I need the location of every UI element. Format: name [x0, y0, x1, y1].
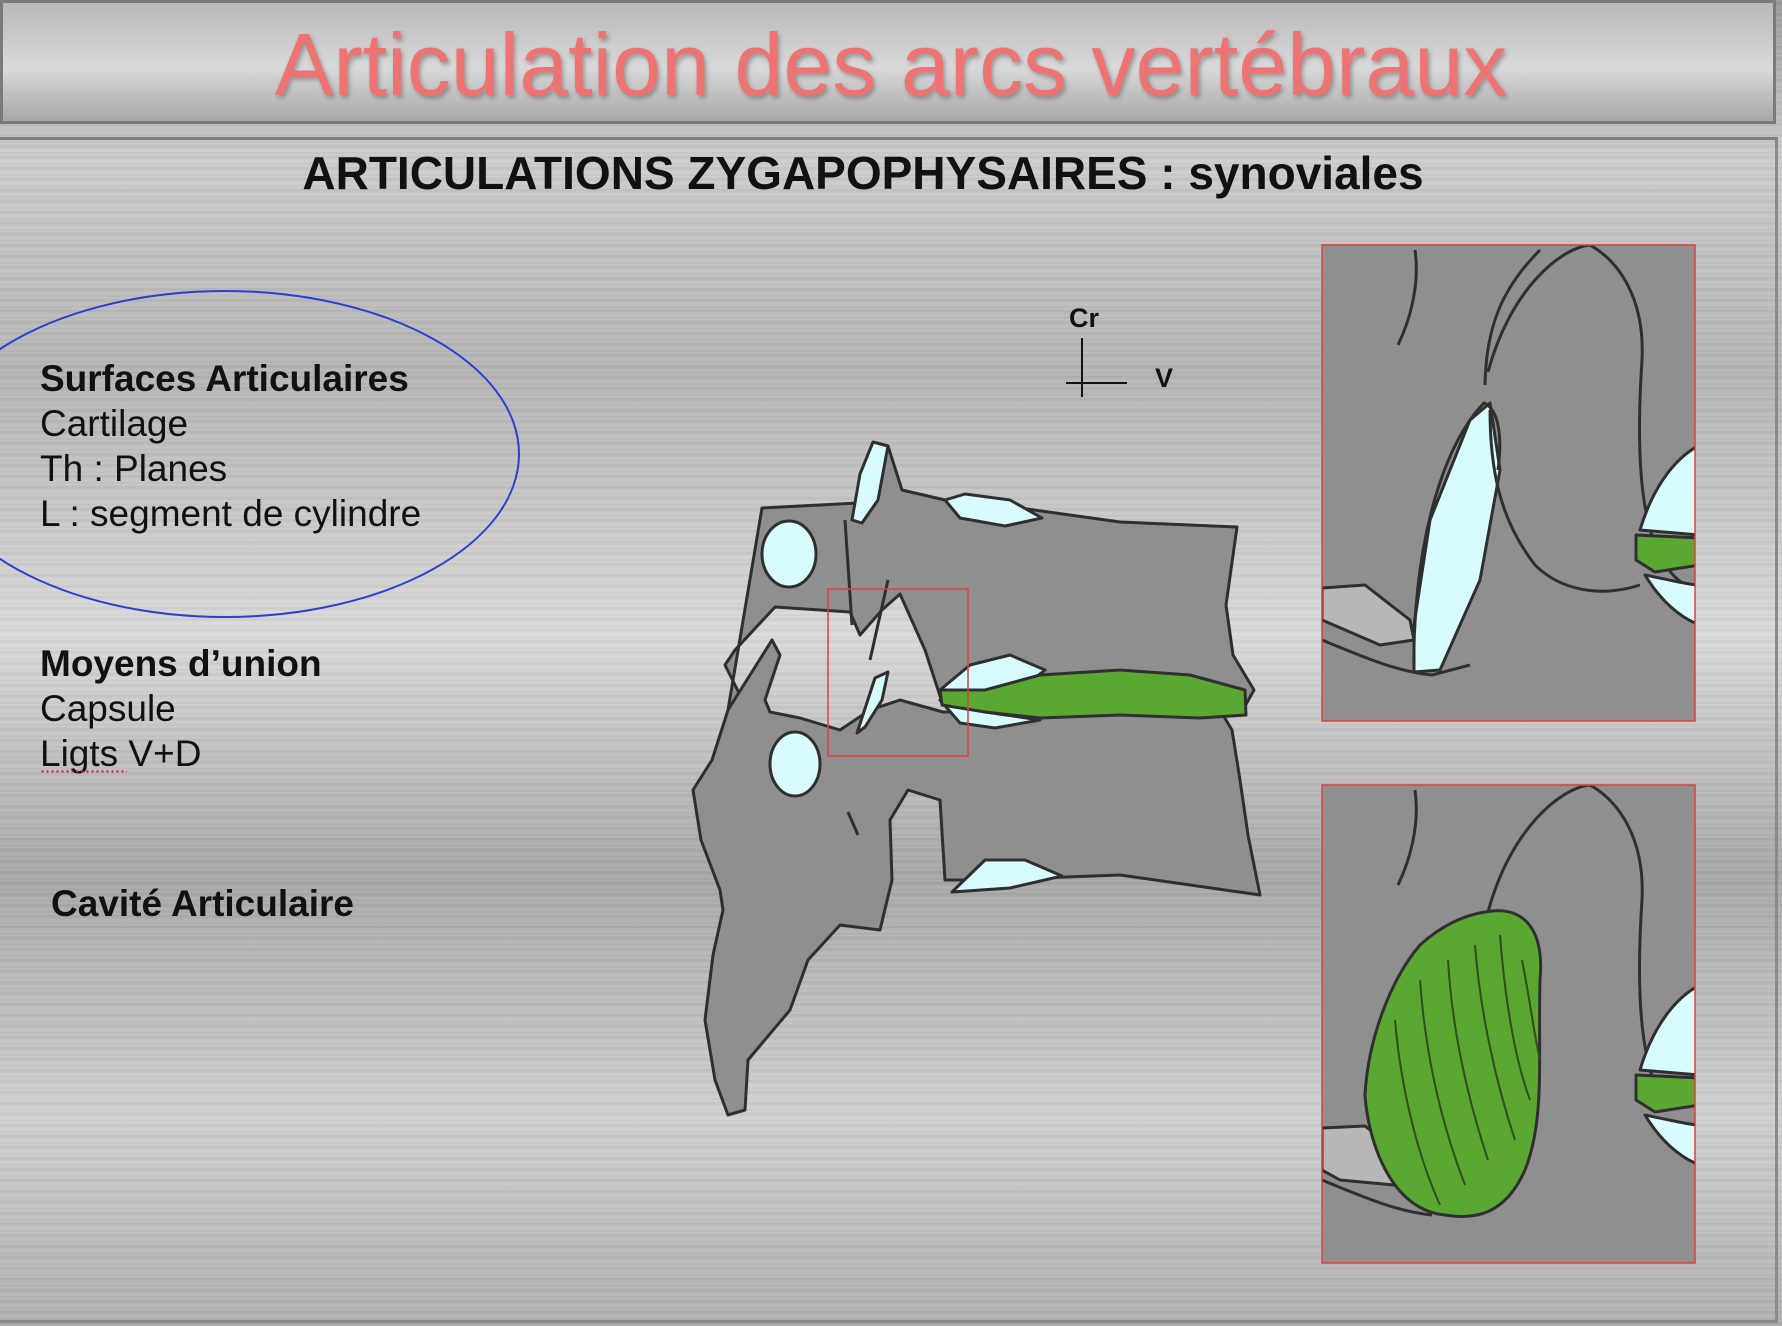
intervertebral-disc [938, 668, 1248, 720]
union-heading: Moyens d’union [40, 643, 322, 684]
detail-disc [1634, 533, 1695, 574]
zoom-region-box [827, 588, 969, 757]
surfaces-line: L : segment de cylindre [40, 493, 422, 534]
cartilage-cap [943, 492, 1044, 528]
cavity-heading: Cavité Articulaire [51, 883, 354, 924]
cranial-label: Cr [1069, 303, 1099, 333]
ventral-label: V [1155, 363, 1173, 393]
detail-cartilage-cap [1638, 446, 1695, 537]
articular-cartilage [855, 670, 890, 735]
foramen-upper [760, 519, 818, 589]
cartilage-cap [850, 440, 890, 525]
foramen-lower [768, 730, 822, 798]
union-line: Ligts V+D [40, 733, 202, 774]
title-band [0, 0, 1776, 124]
cartilage-cap [950, 858, 1064, 894]
surfaces-line: Th : Planes [40, 448, 228, 489]
detail-panel-border [1321, 784, 1696, 1264]
slide-title: Articulation des arcs vertébraux [274, 15, 1508, 114]
detail-disc [1634, 1073, 1695, 1114]
detail-cartilage-cap [1643, 573, 1695, 625]
detail-cartilage-cap [1638, 986, 1695, 1077]
joint-capsule [1363, 909, 1543, 1219]
detail-cartilage-cap [1643, 1113, 1695, 1165]
slide-subtitle: ARTICULATIONS ZYGAPOPHYSAIRES : synovial… [302, 147, 1424, 199]
spellcheck-underline [40, 770, 127, 773]
detail-articular-cartilage [1412, 401, 1502, 674]
surfaces-line: Cartilage [40, 403, 189, 444]
surfaces-heading: Surfaces Articulaires [40, 358, 409, 399]
content-frame [0, 137, 1778, 1323]
union-line: Capsule [40, 688, 176, 729]
detail-panel-border [1321, 244, 1696, 722]
